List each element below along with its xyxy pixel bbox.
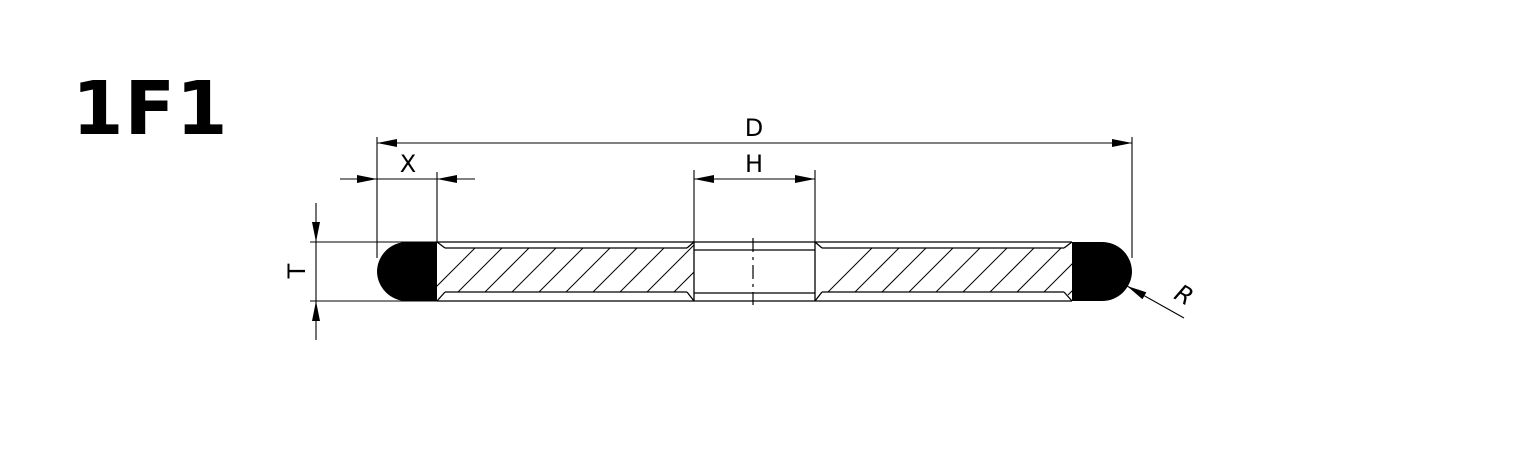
section-hatching xyxy=(437,242,694,298)
dimension-R xyxy=(1126,285,1185,319)
label-D: D xyxy=(745,114,763,142)
wheel-type-title: 1F1 xyxy=(72,66,229,152)
label-R: R xyxy=(1170,279,1198,312)
abrasive-rim-right xyxy=(1072,242,1132,301)
label-X: X xyxy=(400,150,416,178)
label-T: T xyxy=(283,263,311,279)
label-H: H xyxy=(745,150,763,178)
abrasive-rim-left xyxy=(377,242,437,301)
wheel-body xyxy=(436,241,1073,302)
